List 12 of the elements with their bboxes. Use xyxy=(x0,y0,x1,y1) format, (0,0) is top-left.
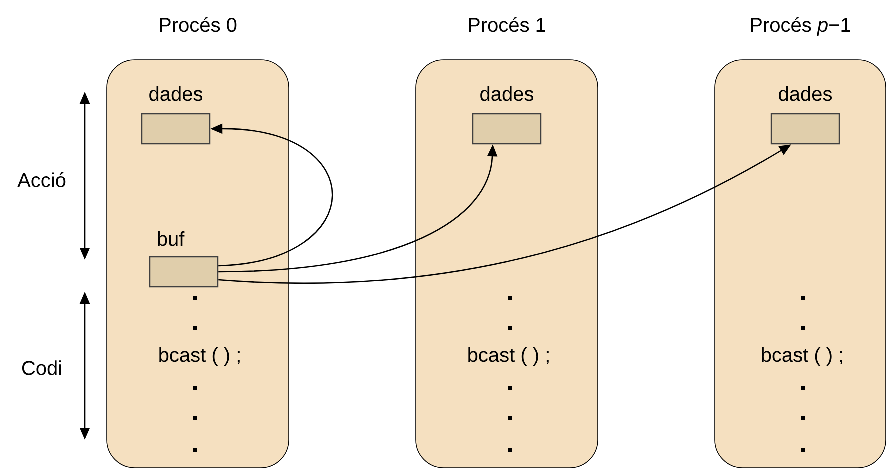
variable-name: dades xyxy=(779,86,832,102)
process-title: Procés 1 xyxy=(469,17,546,32)
variable-name: dades xyxy=(480,86,534,102)
variable-name: dades xyxy=(150,86,202,102)
code-line: bcast ( ) ; xyxy=(160,348,240,366)
variable-name: buf xyxy=(158,232,185,246)
section-label: Acció xyxy=(18,172,66,188)
code-line: bcast ( ) ; xyxy=(762,348,842,366)
process-title: Procés 0 xyxy=(160,17,237,32)
process-title: Procés p−1 xyxy=(751,17,850,36)
code-line: bcast ( ) ; xyxy=(468,348,549,366)
section-label: Codi xyxy=(22,360,62,376)
